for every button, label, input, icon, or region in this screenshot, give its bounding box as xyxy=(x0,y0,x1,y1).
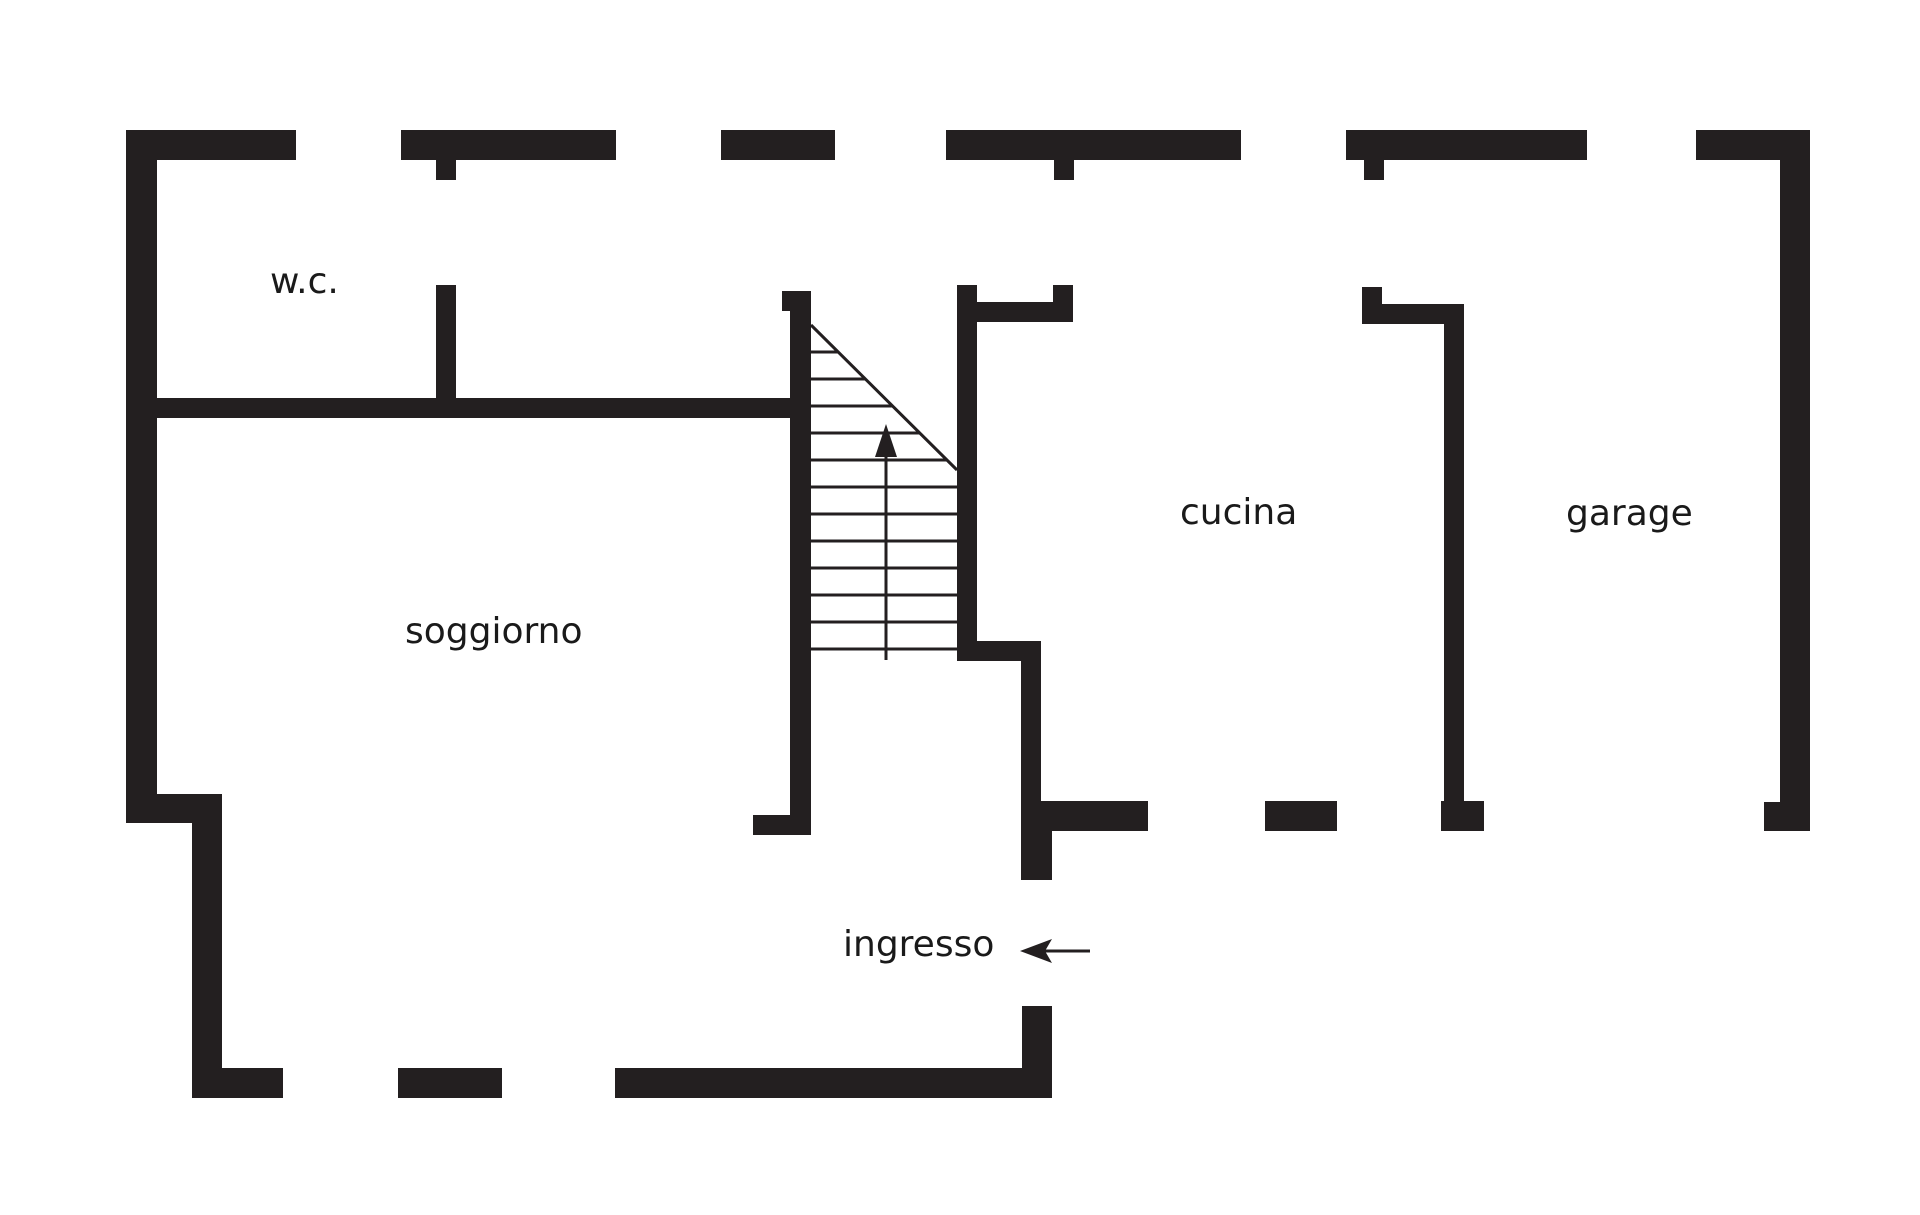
walls xyxy=(126,130,1810,1098)
wall-garage-divider xyxy=(1444,304,1464,831)
wall-bottom-3 xyxy=(615,1068,1052,1098)
wall-stair-left-foot xyxy=(753,815,811,835)
wall-bottom-1 xyxy=(192,1068,283,1098)
room-label-ingresso: ingresso xyxy=(843,924,994,965)
wall-top-3 xyxy=(721,130,835,160)
room-label-soggiorno: soggiorno xyxy=(405,611,583,652)
wall-kitchen-left-lower xyxy=(1021,641,1041,831)
wall-right-outer xyxy=(1780,130,1810,831)
room-label-cucina: cucina xyxy=(1180,492,1297,533)
wall-garage-foot xyxy=(1441,801,1484,831)
wall-top-4 xyxy=(946,130,1241,160)
wall-right-foot xyxy=(1764,802,1810,831)
room-label-garage: garage xyxy=(1566,493,1693,534)
wall-kitchen-top-return-stub xyxy=(1053,285,1073,322)
wall-top-5 xyxy=(1346,130,1587,160)
wall-left-lower xyxy=(192,794,222,1098)
wall-stair-left xyxy=(790,291,811,835)
wall-kitchen-jog xyxy=(957,641,1041,661)
wall-entrance-pillar xyxy=(1021,801,1052,880)
stair-diagonal xyxy=(809,323,959,472)
wall-garage-top-return xyxy=(1362,304,1464,324)
wall-kitchen-bottom-2 xyxy=(1265,801,1337,831)
wall-kitchen-left xyxy=(957,285,977,661)
wall-wc-horizontal xyxy=(157,398,793,418)
wall-bottom-2 xyxy=(398,1068,502,1098)
wall-top-5-stub xyxy=(1364,158,1384,180)
room-label-wc: w.c. xyxy=(270,261,339,302)
staircase xyxy=(809,323,959,660)
wall-wc-vertical xyxy=(436,285,456,418)
left-arrow-icon xyxy=(1020,939,1090,963)
wall-kitchen-top-return xyxy=(957,302,1073,322)
up-arrow-icon xyxy=(875,424,897,457)
wall-top-4-stub xyxy=(1054,158,1074,180)
wall-bottom-door-jamb xyxy=(1022,1006,1052,1098)
entrance-arrow-head xyxy=(1020,939,1052,963)
wall-top-2 xyxy=(401,130,616,160)
stair-treads xyxy=(811,350,957,651)
wall-left-outer xyxy=(126,130,157,823)
wall-top-2-stub xyxy=(436,158,456,180)
